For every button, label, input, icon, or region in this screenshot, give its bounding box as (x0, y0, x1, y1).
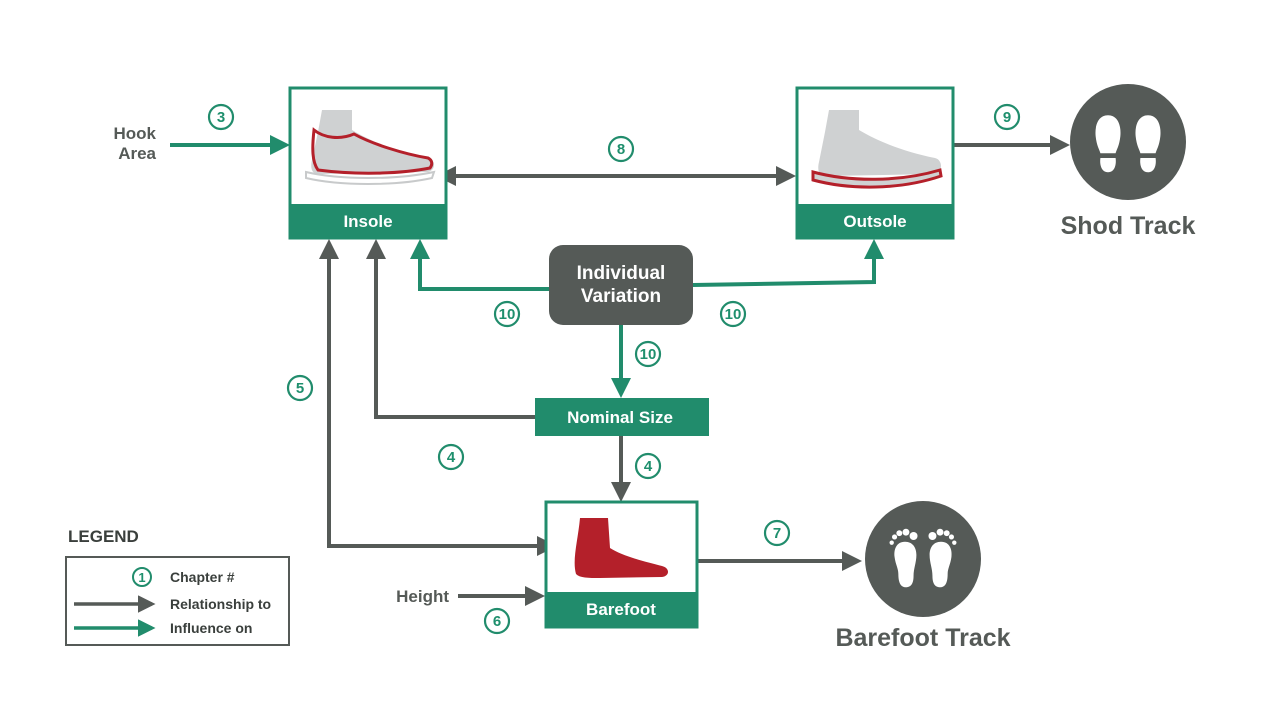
individual-variation-line2: Variation (581, 286, 661, 307)
outsole-label: Outsole (843, 212, 906, 231)
svg-text:9: 9 (1003, 109, 1011, 126)
chapter-badge: 7 (763, 519, 791, 547)
svg-text:6: 6 (493, 613, 501, 630)
barefoot-track-node: Barefoot Track (835, 501, 1011, 652)
barefoot-label: Barefoot (586, 600, 656, 619)
chapter-badge: 4 (437, 443, 465, 471)
legend-title: LEGEND (68, 527, 139, 546)
svg-text:10: 10 (640, 346, 657, 363)
nominal-size-node: Nominal Size (535, 398, 709, 436)
legend: LEGEND 1 Chapter # Relationship to Influ… (65, 527, 290, 646)
insole-label: Insole (343, 212, 392, 231)
shoe-outsole-icon (811, 110, 943, 189)
shod-track-label: Shod Track (1061, 212, 1196, 240)
shoe-insole-icon (305, 110, 436, 185)
svg-text:4: 4 (644, 458, 653, 475)
height-label: Height (396, 587, 449, 606)
individual-variation-line1: Individual (577, 263, 666, 284)
barefoot-insole-arrow (319, 239, 557, 556)
barefoot-track-label: Barefoot Track (835, 624, 1010, 652)
chapter-badge: 10 (719, 300, 747, 328)
iv-to-outsole-arrow (692, 239, 884, 287)
svg-text:10: 10 (499, 306, 516, 323)
hook-area-line1: Hook (114, 124, 157, 143)
shod-track-node: Shod Track (1061, 84, 1196, 240)
svg-text:1: 1 (138, 570, 145, 585)
chapter-badge: 10 (493, 300, 521, 328)
foot-icon (574, 518, 668, 578)
svg-text:3: 3 (217, 109, 225, 126)
svg-text:10: 10 (725, 306, 742, 323)
chapter-badge: 8 (607, 135, 635, 163)
nominal-to-insole-arrow (366, 239, 535, 419)
chapter-badge: 3 (207, 103, 235, 131)
chapter-badge: 9 (993, 103, 1021, 131)
outsole-node: Outsole (795, 86, 955, 240)
hook-area-line2: Area (118, 144, 156, 163)
chapter-badge: 6 (483, 607, 511, 635)
svg-text:7: 7 (773, 525, 781, 542)
individual-variation-node: Individual Variation (549, 245, 693, 325)
legend-chapter-text: Chapter # (170, 569, 235, 585)
legend-influence-text: Influence on (170, 620, 252, 636)
iv-to-insole-arrow (410, 239, 550, 291)
insole-node: Insole (288, 86, 448, 240)
barefoot-node: Barefoot (544, 500, 699, 629)
chapter-badge: 4 (634, 452, 662, 480)
chapter-badge: 10 (634, 340, 662, 368)
svg-text:8: 8 (617, 141, 625, 158)
legend-chapter-badge: 1 (132, 567, 152, 587)
svg-text:4: 4 (447, 449, 456, 466)
legend-relationship-text: Relationship to (170, 596, 271, 612)
svg-text:5: 5 (296, 380, 304, 397)
chapter-badge: 5 (286, 374, 314, 402)
nominal-size-label: Nominal Size (567, 408, 673, 427)
